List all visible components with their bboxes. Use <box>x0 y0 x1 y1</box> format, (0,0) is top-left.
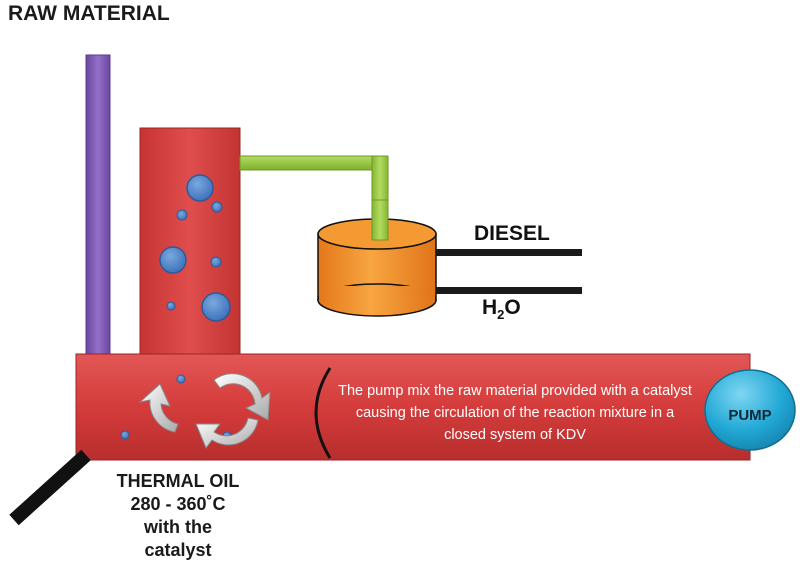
water-outlet-pipe <box>436 287 582 294</box>
pump-icon <box>704 369 796 451</box>
drain-pipe <box>9 449 91 526</box>
water-label-subscript: 2 <box>497 307 505 323</box>
thermal-oil-line-1: THERMAL OIL <box>116 471 240 491</box>
thermal-oil-line-3: with the <box>144 517 212 537</box>
thermal-oil-line-4: catalyst <box>144 540 212 560</box>
process-description: The pump mix the raw material provided w… <box>338 383 692 443</box>
raw-material-feed-pipe <box>85 54 111 366</box>
horizontal-reactor <box>75 353 751 461</box>
water-label-tail: O <box>504 296 521 319</box>
circulation-arrows-icon <box>138 373 271 449</box>
pump-label: PUMP <box>728 407 772 424</box>
vapor-pipe-inlet <box>371 199 389 241</box>
bubbles-column <box>159 174 231 322</box>
water-label: H2O <box>482 296 521 322</box>
vapor-pipe-horizontal <box>239 155 389 171</box>
diesel-outlet-pipe <box>436 249 582 256</box>
thermal-oil-label: THERMAL OIL 280 - 360˚C with the catalys… <box>108 470 248 562</box>
raw-material-title: RAW MATERIAL <box>8 2 170 25</box>
separator-bracket <box>314 367 332 459</box>
condensate-tank <box>317 218 437 317</box>
water-label-main: H <box>482 296 498 319</box>
reactor-column <box>139 127 241 369</box>
thermal-oil-line-2: 280 - 360˚C <box>130 494 226 514</box>
diesel-label: DIESEL <box>474 222 550 245</box>
